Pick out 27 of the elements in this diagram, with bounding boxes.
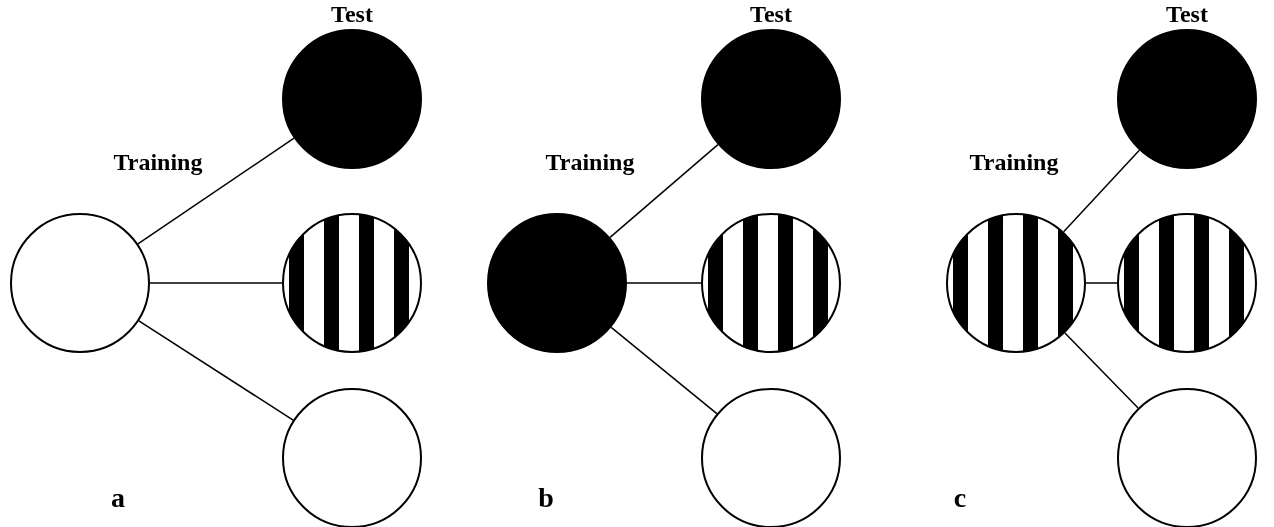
- connector-line: [610, 326, 718, 415]
- circle: [701, 29, 841, 169]
- circle: [10, 213, 150, 353]
- panel-letter: b: [538, 484, 554, 512]
- connector-line: [137, 137, 295, 245]
- striped-circle: [282, 213, 422, 353]
- striped-circle: [701, 213, 841, 353]
- striped-circle: [946, 213, 1086, 353]
- connector-line: [149, 282, 283, 284]
- connector-line: [609, 143, 719, 239]
- panel-heading: Test: [331, 2, 373, 26]
- panel-heading: Training: [113, 150, 203, 174]
- panel-letter: c: [953, 484, 967, 512]
- panel-heading: Test: [750, 2, 792, 26]
- panel-heading: Training: [545, 150, 635, 174]
- circle: [487, 213, 627, 353]
- panel-heading: Test: [1166, 2, 1208, 26]
- panel-heading: Training: [969, 150, 1059, 174]
- connector-line: [1064, 332, 1139, 409]
- circle: [282, 29, 422, 169]
- connector-line: [1085, 282, 1118, 284]
- panel-letter: a: [111, 484, 125, 512]
- connector-line: [138, 320, 294, 421]
- circle: [1117, 29, 1257, 169]
- connector-line: [1062, 149, 1141, 233]
- connector-line: [626, 282, 702, 284]
- striped-circle: [1117, 213, 1257, 353]
